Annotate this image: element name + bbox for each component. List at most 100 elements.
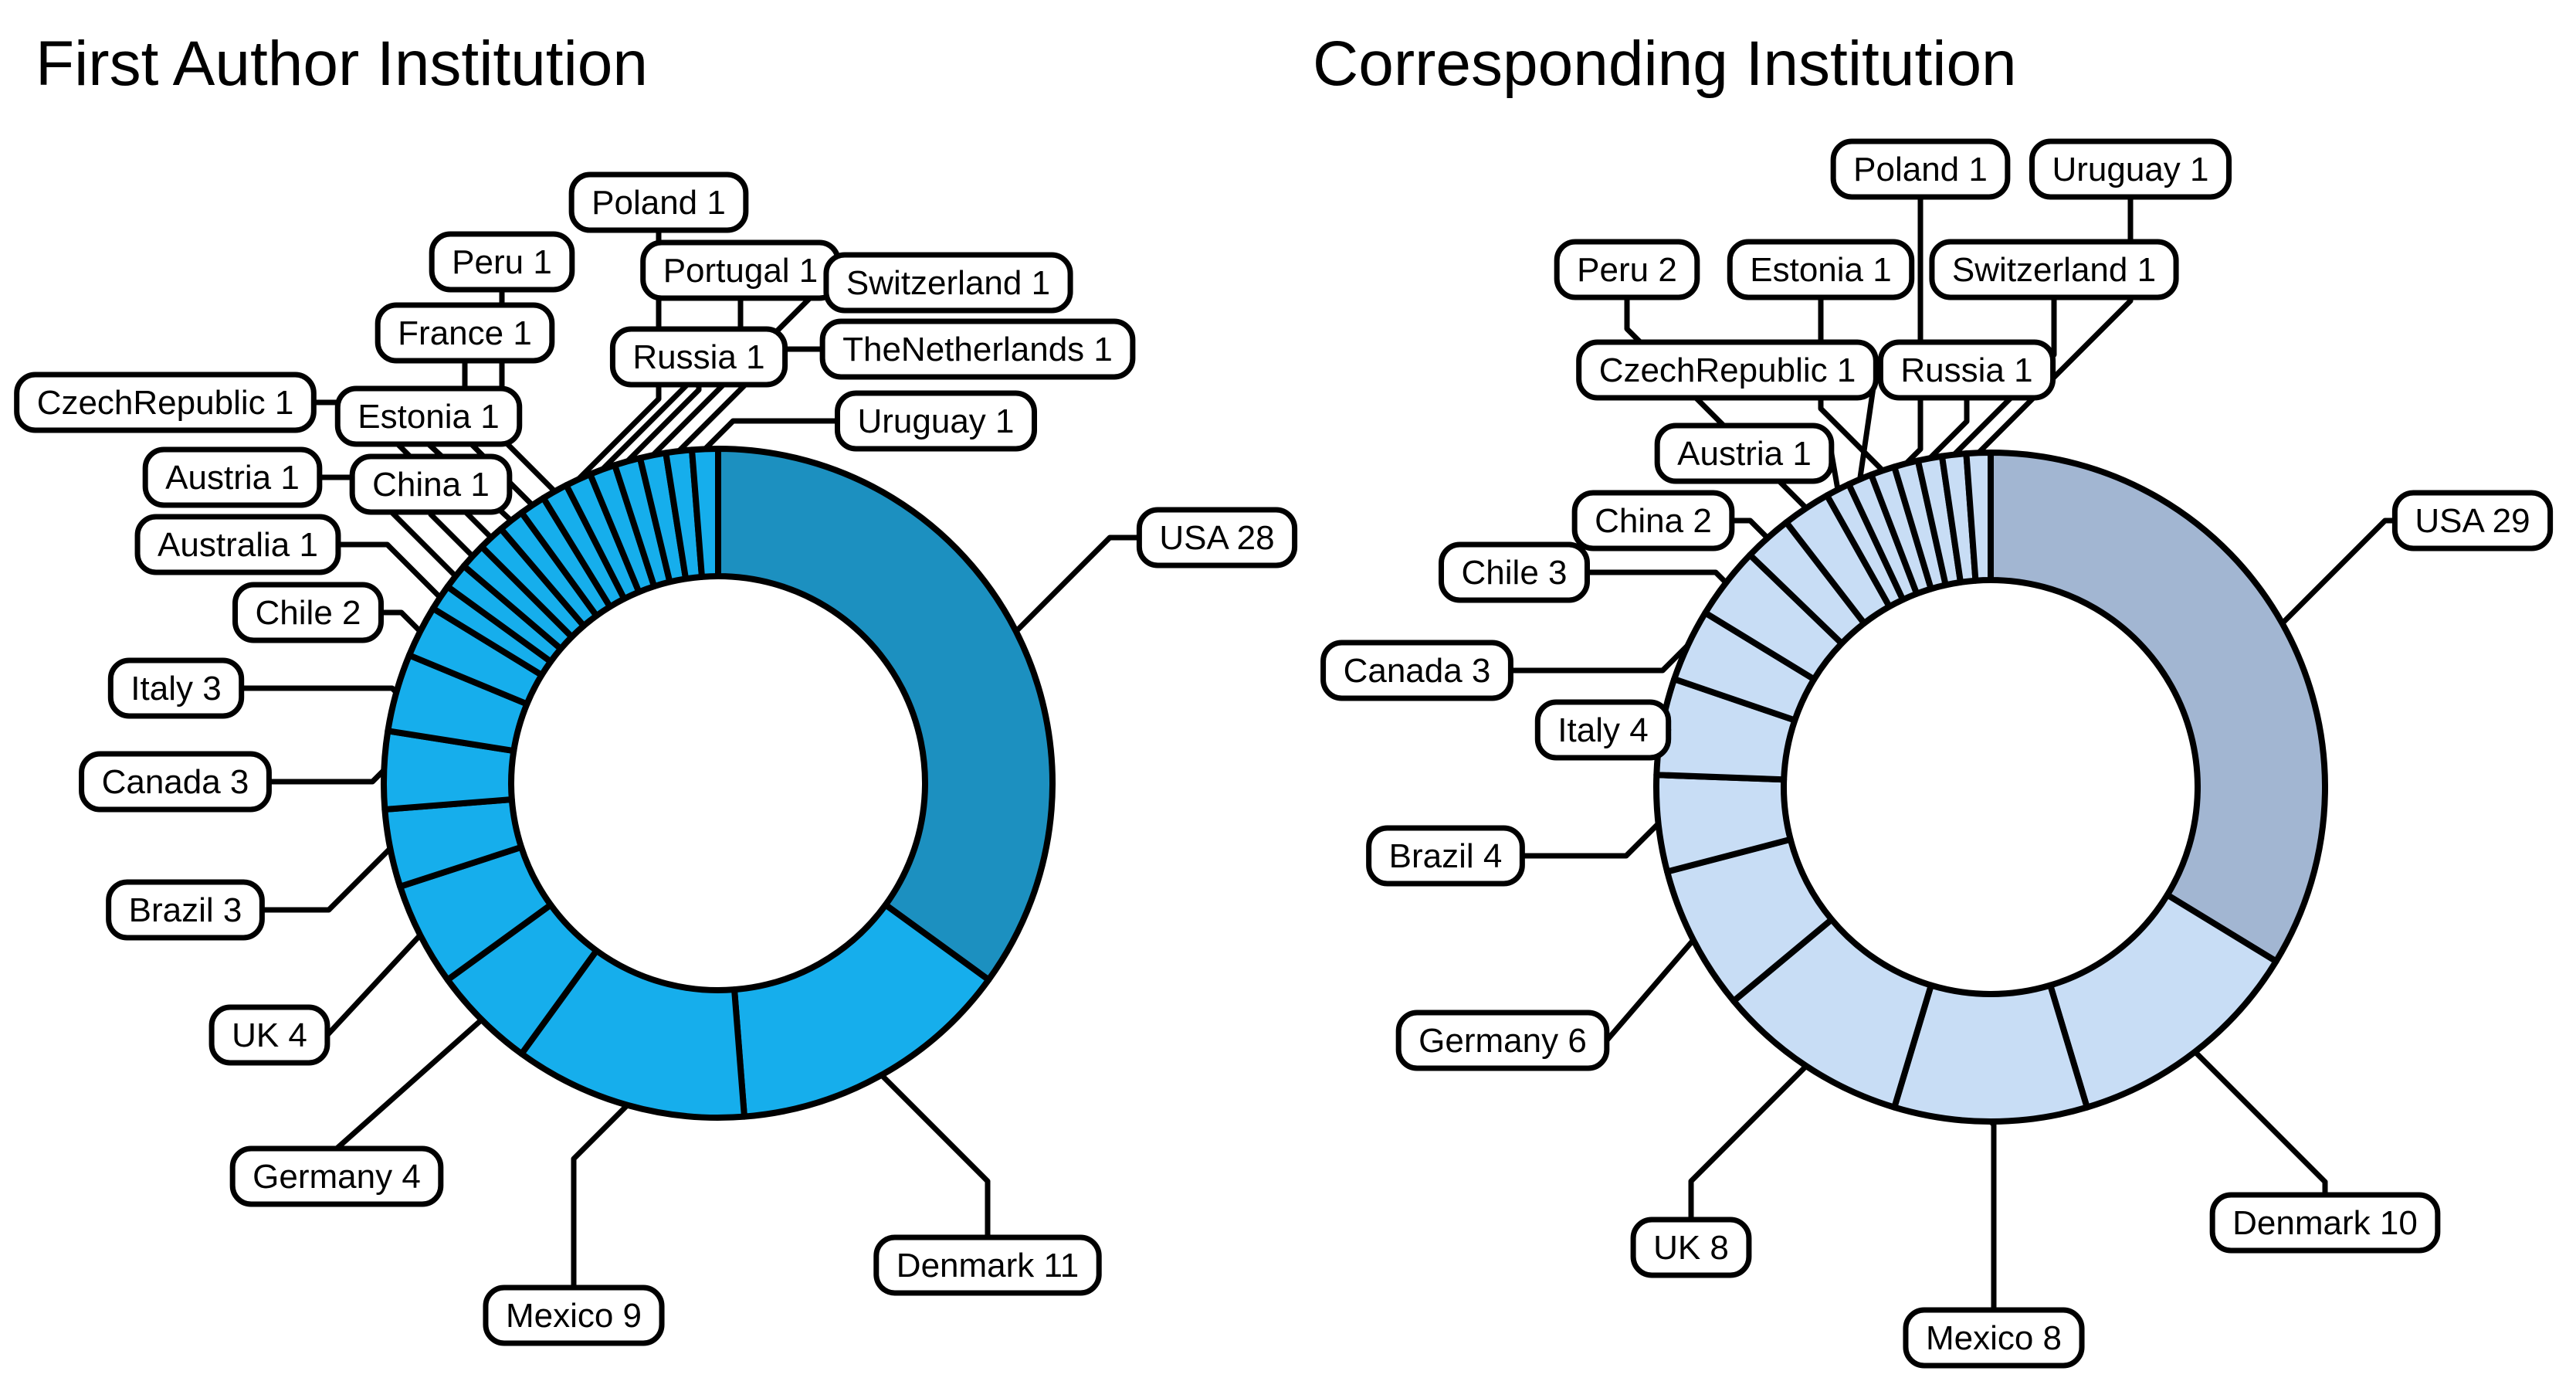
callout-box-italy: [107, 657, 245, 719]
callout-label-russia: Russia 1: [1900, 351, 2032, 389]
callout-usa: USA 28: [1136, 507, 1298, 568]
leader-line-uruguay: [1975, 194, 2134, 456]
callout-labels: USA 28 Denmark 11 Mexico 9 Germany 4 UK 4 Bra…: [14, 171, 1298, 1346]
callout-denmark: Denmark 11: [873, 1234, 1102, 1296]
callout-thenetherlands: TheNetherlands 1: [819, 318, 1136, 380]
callout-label-uruguay: Uruguay 1: [857, 402, 1014, 440]
callout-uruguay: Uruguay 1: [2029, 138, 2232, 200]
callout-box-chile: [232, 582, 384, 643]
callout-box-thenetherlands: [819, 318, 1136, 380]
callout-box-china: [1571, 490, 1735, 551]
callout-brazil: Brazil 3: [106, 879, 265, 941]
callout-portugal: Portugal 1: [640, 239, 841, 301]
callout-label-canada: Canada 3: [102, 763, 249, 801]
callout-box-peru: [1554, 239, 1700, 300]
callout-box-switzerland: [823, 252, 1073, 314]
callout-uk: UK 4: [208, 1004, 330, 1066]
callout-brazil: Brazil 4: [1366, 825, 1525, 887]
callout-label-brazil: Brazil 3: [129, 891, 242, 929]
slice-usa: [1988, 450, 2328, 965]
callout-box-denmark: [873, 1234, 1102, 1296]
callout-box-mexico: [483, 1284, 665, 1346]
callout-box-canada: [79, 751, 272, 813]
callout-uruguay: Uruguay 1: [834, 390, 1038, 452]
leader-line-brazil: [259, 845, 393, 913]
callout-peru: Peru 2: [1554, 239, 1700, 300]
callout-box-estonia: [334, 385, 523, 447]
callout-box-uruguay: [2029, 138, 2232, 200]
callout-peru: Peru 1: [429, 231, 575, 293]
callout-label-usa: USA 28: [1159, 519, 1274, 557]
chart-title-corresponding-institution: Corresponding Institution: [1313, 29, 2017, 99]
callout-label-uruguay: Uruguay 1: [2052, 151, 2208, 188]
callout-box-usa: [2391, 490, 2554, 551]
callout-label-germany: Germany 4: [253, 1158, 421, 1196]
leader-line-russia: [1927, 395, 1970, 461]
callout-label-uk: UK 8: [1653, 1229, 1729, 1267]
callout-box-austria: [142, 446, 323, 508]
callout-label-denmark: Denmark 10: [2232, 1204, 2418, 1242]
callout-label-china: China 2: [1595, 502, 1712, 540]
callout-austria: Austria 1: [142, 446, 323, 508]
callout-austria: Austria 1: [1654, 423, 1835, 484]
leader-line-denmark: [2192, 1049, 2328, 1198]
callout-china: China 1: [349, 453, 513, 515]
callout-chile: Chile 2: [232, 582, 384, 643]
callout-label-italy: Italy 3: [130, 670, 221, 708]
callout-box-switzerland: [1929, 239, 2179, 300]
callout-box-italy: [1534, 699, 1672, 761]
callout-box-china: [349, 453, 513, 515]
leader-line-italy: [239, 685, 399, 695]
slice-denmark: [731, 901, 992, 1120]
callout-label-uk: UK 4: [232, 1016, 307, 1054]
callout-label-denmark: Denmark 11: [897, 1247, 1079, 1284]
callout-box-france: [375, 302, 555, 364]
callout-box-brazil: [1366, 825, 1525, 887]
callout-mexico: Mexico 9: [483, 1284, 665, 1346]
callout-france: France 1: [375, 302, 555, 364]
leader-line-uk: [1688, 1063, 1809, 1223]
callout-denmark: Denmark 10: [2209, 1192, 2441, 1254]
callout-label-poland: Poland 1: [1853, 151, 1988, 188]
callout-label-italy: Italy 4: [1557, 711, 1648, 749]
callout-label-russia: Russia 1: [632, 338, 764, 376]
callout-box-uk: [1630, 1217, 1752, 1278]
callout-label-portugal: Portugal 1: [663, 252, 819, 290]
callout-usa: USA 29: [2391, 490, 2554, 551]
leader-line-china: [1729, 518, 1771, 541]
callout-russia: Russia 1: [1877, 339, 2056, 401]
callout-label-czechrepublic: CzechRepublic 1: [1599, 351, 1856, 389]
callout-box-czechrepublic: [14, 372, 317, 433]
callout-label-usa: USA 29: [2415, 502, 2530, 540]
callout-poland: Poland 1: [1830, 138, 2011, 200]
leader-line-denmark: [879, 1072, 991, 1240]
chart-title-first-author-institution: First Author Institution: [36, 29, 648, 99]
callout-estonia: Estonia 1: [334, 385, 523, 447]
leader-line-canada: [266, 767, 387, 785]
callout-germany: Germany 4: [229, 1145, 444, 1207]
callout-label-chile: Chile 2: [256, 594, 361, 632]
callout-box-russia: [609, 326, 788, 388]
callout-box-poland: [1830, 138, 2011, 200]
callout-label-switzerland: Switzerland 1: [1952, 251, 2156, 289]
callout-box-mexico: [1903, 1307, 2085, 1369]
callout-label-peru: Peru 1: [452, 243, 552, 281]
callout-label-austria: Austria 1: [1677, 435, 1812, 473]
callout-label-brazil: Brazil 4: [1389, 837, 1503, 875]
leader-line-poland: [1903, 194, 1924, 467]
callout-box-australia: [134, 514, 341, 575]
callout-switzerland: Switzerland 1: [823, 252, 1073, 314]
callout-box-canada: [1320, 640, 1513, 701]
callout-box-germany: [229, 1145, 444, 1207]
donut-slices: [1653, 450, 2328, 1125]
callout-label-thenetherlands: TheNetherlands 1: [842, 331, 1113, 368]
callout-mexico: Mexico 8: [1903, 1307, 2085, 1369]
callout-czechrepublic: CzechRepublic 1: [1576, 339, 1879, 401]
slice-uruguay: [689, 446, 721, 580]
callout-label-peru: Peru 2: [1577, 251, 1677, 289]
leader-line-estonia: [1818, 294, 1886, 473]
slice-usa: [715, 446, 1056, 983]
